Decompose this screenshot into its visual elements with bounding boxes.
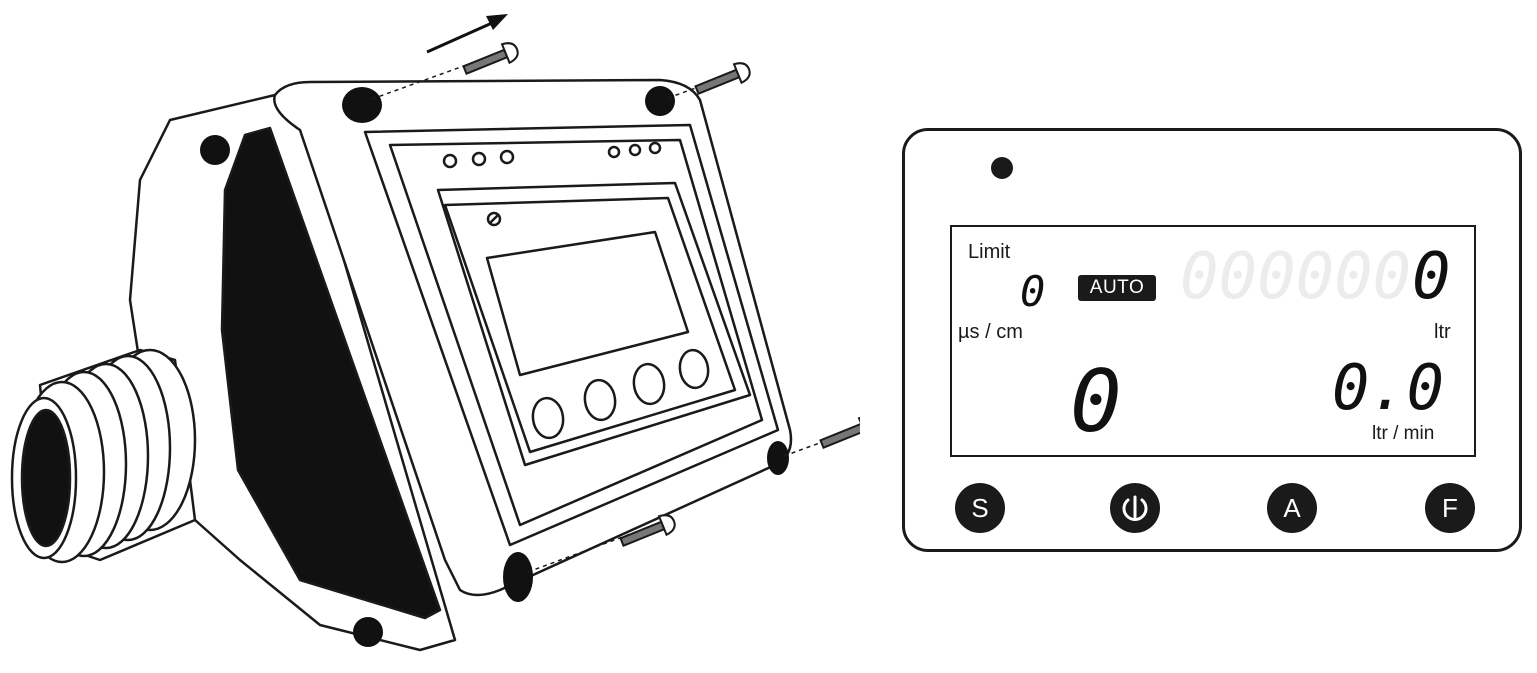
total-volume-value: 0 xyxy=(1412,240,1451,314)
conductivity-unit: µs / cm xyxy=(958,321,1023,343)
power-button[interactable] xyxy=(1110,483,1160,533)
f-button[interactable]: F xyxy=(1425,483,1475,533)
screw-hole-bottom-left xyxy=(503,552,533,602)
screw-hole-bottom-right xyxy=(767,441,789,475)
flow-rate-unit: ltr / min xyxy=(1372,423,1435,444)
lcd-display: Limit 0 µs / cm AUTO 000000 0 ltr 0 0.0 … xyxy=(950,225,1476,457)
device-button-3 xyxy=(632,362,666,406)
device-indicator xyxy=(486,211,502,227)
s-button[interactable]: S xyxy=(955,483,1005,533)
device-lcd-window xyxy=(485,230,690,377)
limit-label: Limit xyxy=(968,241,1011,263)
auto-mode-badge: AUTO xyxy=(1078,275,1156,301)
limit-value: 0 xyxy=(1020,267,1046,316)
current-value: 0 xyxy=(1070,352,1122,452)
device-gasket xyxy=(220,126,442,620)
total-volume-unit: ltr xyxy=(1434,321,1451,343)
status-led xyxy=(991,157,1013,179)
device-button-4 xyxy=(678,348,710,390)
device-display-frame xyxy=(436,181,752,467)
a-button[interactable]: A xyxy=(1267,483,1317,533)
total-ghost-digits: 000000 xyxy=(1180,240,1412,314)
screw-hole-top-left xyxy=(342,87,382,123)
device-button-1 xyxy=(531,396,565,440)
removal-arrow xyxy=(426,14,508,54)
device-cover-bevel xyxy=(363,123,780,547)
screws xyxy=(462,42,860,548)
power-icon xyxy=(1122,495,1148,521)
flow-rate-value: 0.0 xyxy=(1332,351,1444,424)
flow-meter-device-drawing xyxy=(10,14,860,652)
screw-hole-top-right xyxy=(645,86,675,116)
control-panel: Limit 0 µs / cm AUTO 000000 0 ltr 0 0.0 … xyxy=(902,128,1522,552)
device-button-2 xyxy=(583,378,617,422)
